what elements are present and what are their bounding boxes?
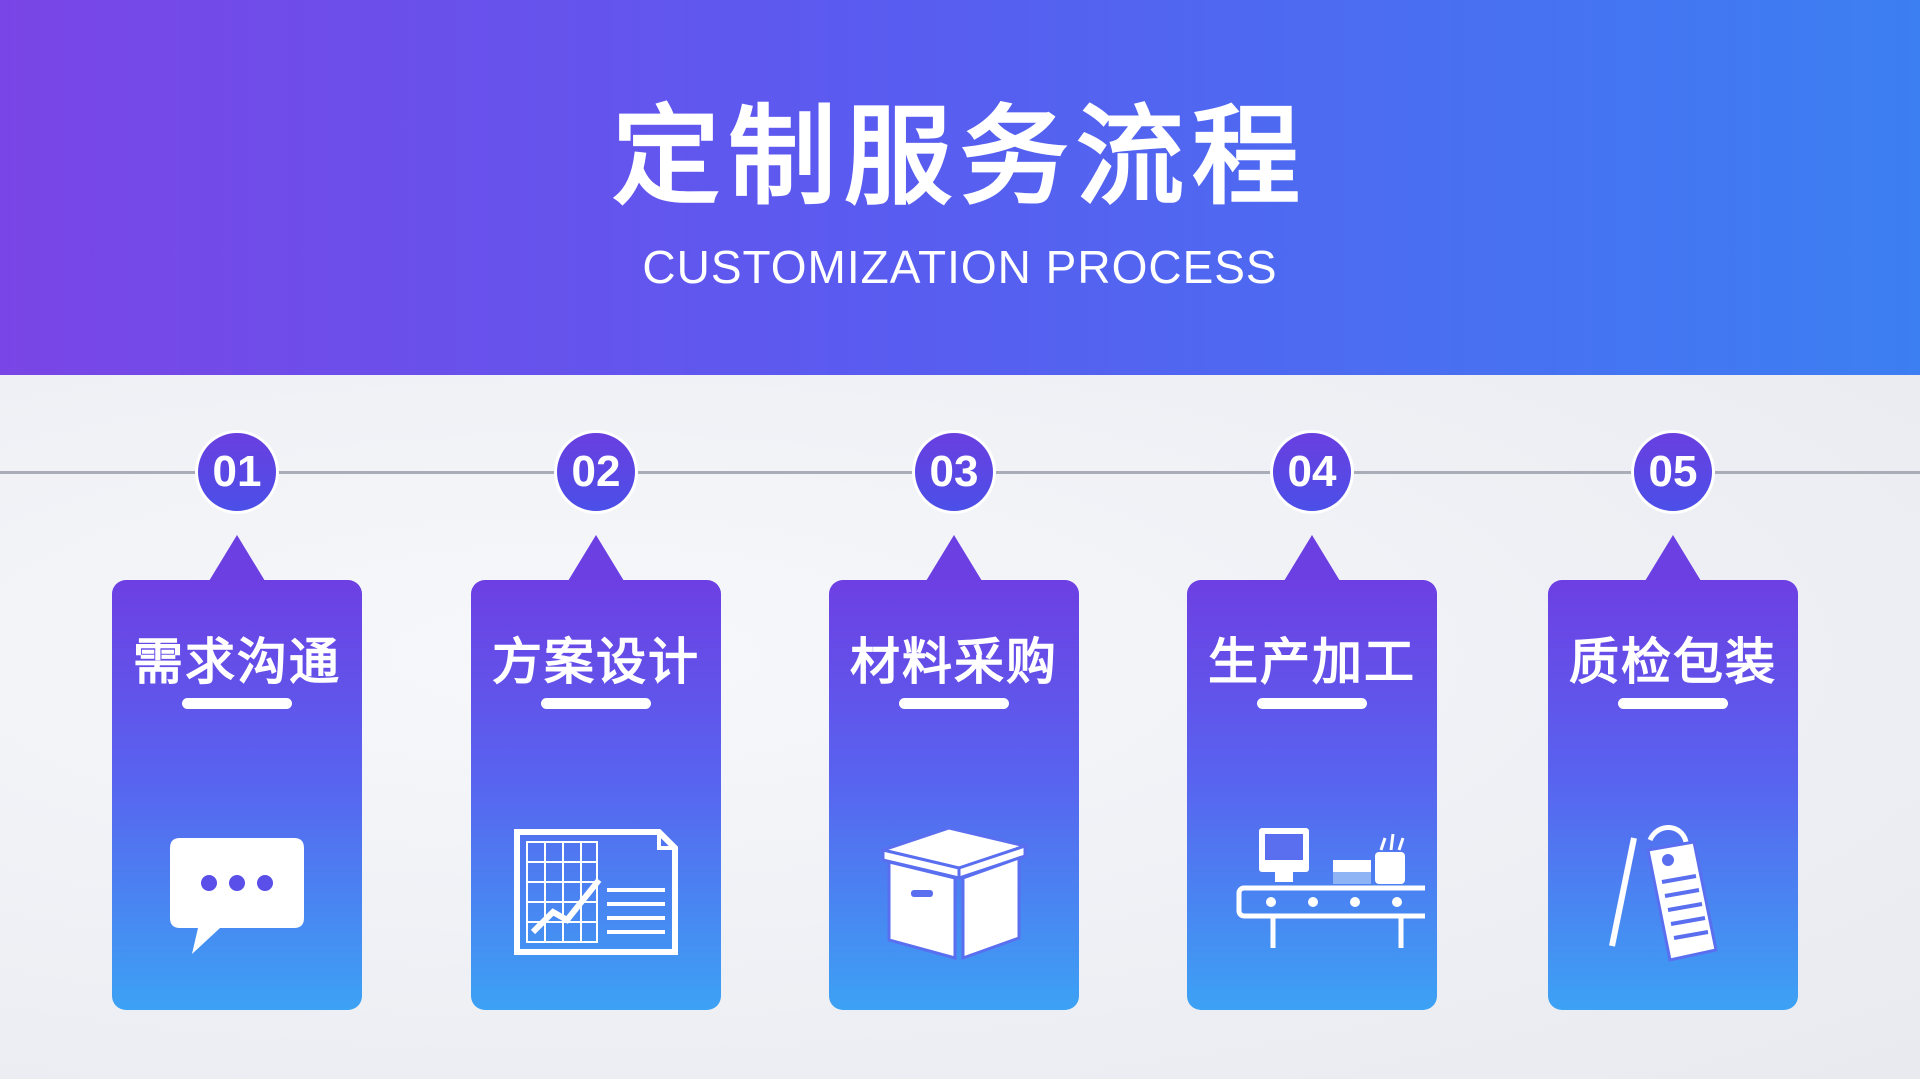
step-card: 材料采购 <box>829 580 1079 1010</box>
step-label: 生产加工 <box>1208 633 1416 691</box>
step-label: 方案设计 <box>492 633 700 691</box>
process-step: 04 生产加工 <box>1187 430 1438 1010</box>
step-number-badge: 04 <box>1270 430 1354 514</box>
page-title: 定制服务流程 <box>611 95 1308 220</box>
step-card: 质检包装 <box>1548 580 1798 1010</box>
card-pointer <box>568 535 624 581</box>
title-underline <box>899 698 1009 709</box>
title-underline <box>1618 698 1728 709</box>
chart-document-icon <box>514 820 678 970</box>
chat-bubble-icon <box>162 820 312 970</box>
header-banner: 定制服务流程 CUSTOMIZATION PROCESS <box>0 0 1920 375</box>
title-underline <box>1257 698 1367 709</box>
box-icon <box>877 820 1031 970</box>
step-label: 材料采购 <box>850 633 1058 691</box>
process-step: 01 需求沟通 <box>112 430 362 1010</box>
page-subtitle: CUSTOMIZATION PROCESS <box>642 241 1278 293</box>
step-card: 需求沟通 <box>112 580 362 1010</box>
step-number-badge: 01 <box>195 430 279 514</box>
tag-label-icon <box>1598 820 1748 970</box>
process-step: 03 材料采购 <box>829 430 1079 1010</box>
step-label: 需求沟通 <box>133 633 341 691</box>
conveyor-machine-icon <box>1236 820 1438 970</box>
process-step: 05 质检包装 <box>1548 430 1798 1010</box>
step-number-badge: 02 <box>554 430 638 514</box>
card-pointer <box>1645 535 1701 581</box>
title-underline <box>541 698 651 709</box>
step-number-badge: 03 <box>912 430 996 514</box>
card-pointer <box>926 535 982 581</box>
card-pointer <box>209 535 265 581</box>
step-number-badge: 05 <box>1631 430 1715 514</box>
title-underline <box>182 698 292 709</box>
step-label: 质检包装 <box>1569 633 1777 691</box>
step-card: 方案设计 <box>471 580 721 1010</box>
card-pointer <box>1284 535 1340 581</box>
step-card: 生产加工 <box>1187 580 1438 1010</box>
process-step: 02 方案设计 <box>471 430 721 1010</box>
